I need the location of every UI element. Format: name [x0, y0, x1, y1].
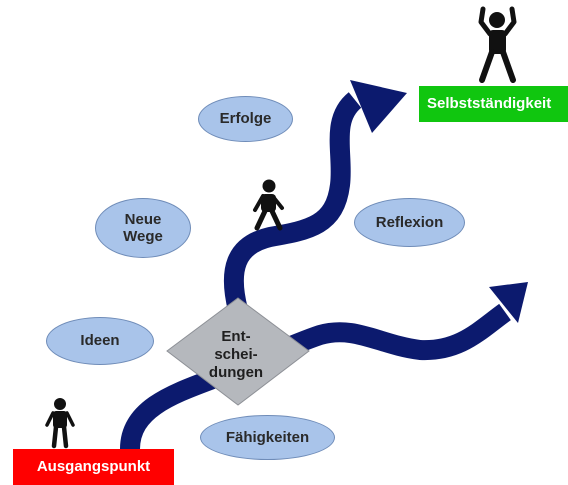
upper-path [223, 92, 363, 313]
bubble-reflexion: Reflexion [354, 198, 465, 247]
bubble-neue-wege: Neue Wege [95, 198, 191, 258]
bubble-erfolge: Erfolge [198, 96, 293, 142]
bubble-faehigkeiten: Fähigkeiten [200, 415, 335, 460]
start-box: Ausgangspunkt [13, 449, 174, 485]
arrow-head-icon [489, 282, 528, 323]
arrow-head-icon [350, 80, 407, 133]
goal-box: Selbstständigkeit [419, 86, 568, 122]
standing-person-icon [45, 398, 75, 449]
lower-path [120, 303, 511, 450]
decision-diamond [166, 297, 310, 406]
decision-label: Ent- schei- dungen [208, 328, 264, 381]
walking-person-icon [253, 179, 284, 231]
cheering-person-icon [478, 6, 517, 83]
bubble-ideen: Ideen [46, 317, 154, 365]
